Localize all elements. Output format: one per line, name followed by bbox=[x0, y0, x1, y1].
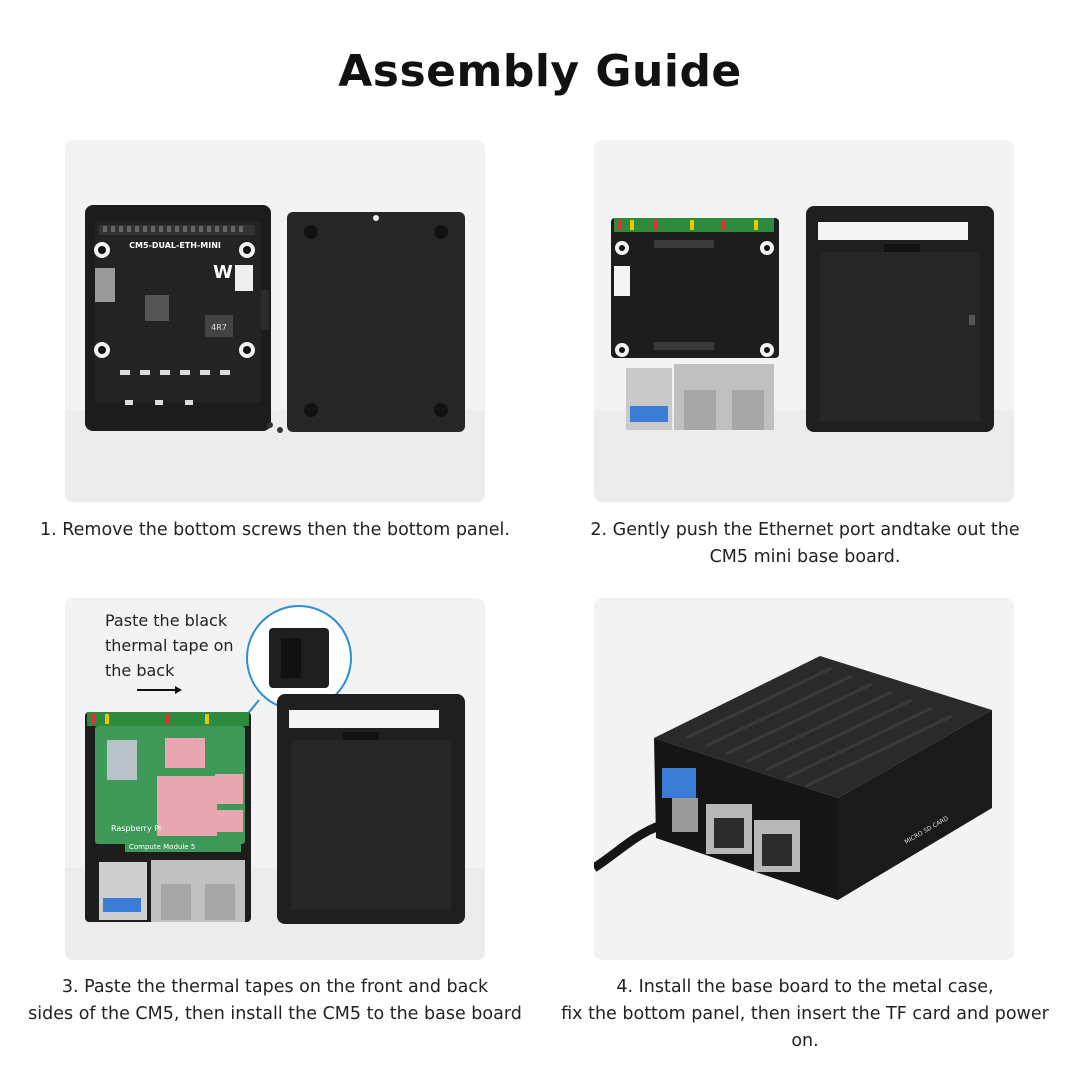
caption-line: fix the bottom panel, then insert the TF… bbox=[561, 1004, 1049, 1051]
page-title: Assembly Guide bbox=[338, 46, 742, 97]
step-3-caption: 3. Paste the thermal tapes on the front … bbox=[20, 974, 530, 1028]
step-4-illustration: MICRO SD CARD bbox=[594, 656, 992, 900]
caption-line: 1. Remove the bottom screws then the bot… bbox=[40, 520, 510, 540]
caption-line: 4. Install the base board to the metal c… bbox=[616, 977, 994, 997]
module-brand: Raspberry Pi bbox=[111, 824, 161, 833]
note-line: Paste the black bbox=[105, 611, 228, 630]
step-2-image bbox=[594, 140, 1014, 502]
note-line: the back bbox=[105, 661, 175, 680]
mini-base-board bbox=[611, 218, 779, 358]
bottom-panel bbox=[287, 212, 465, 432]
step-4-image: MICRO SD CARD bbox=[594, 598, 1014, 960]
caption-line: sides of the CM5, then install the CM5 t… bbox=[28, 1004, 522, 1024]
step-1-illustration: CM5-DUAL-ETH-MINI 4R7 W bbox=[65, 205, 485, 502]
micro-sd-slot bbox=[95, 268, 115, 302]
caption-line: 2. Gently push the Ethernet port andtake… bbox=[590, 520, 1020, 540]
step-2-illustration bbox=[594, 206, 1014, 502]
gpio-header bbox=[103, 226, 243, 232]
step-1-image: CM5-DUAL-ETH-MINI 4R7 W bbox=[65, 140, 485, 502]
caption-line: CM5 mini base board. bbox=[709, 547, 901, 567]
case-top bbox=[654, 656, 992, 798]
inductor-label: 4R7 bbox=[211, 323, 227, 332]
note-line: thermal tape on bbox=[105, 636, 234, 655]
board-label: CM5-DUAL-ETH-MINI bbox=[129, 241, 221, 250]
module-name: Compute Module 5 bbox=[129, 843, 195, 851]
case-side bbox=[838, 710, 992, 900]
svg-text:W: W bbox=[213, 262, 233, 283]
thermal-tape bbox=[165, 738, 205, 768]
step-2-caption: 2. Gently push the Ethernet port andtake… bbox=[550, 517, 1060, 571]
step-3-image: Raspberry Pi Compute Module 5 bbox=[65, 598, 485, 960]
step-1-caption: 1. Remove the bottom screws then the bot… bbox=[20, 517, 530, 544]
thermal-tape-note: Paste the black thermal tape on the back bbox=[105, 608, 255, 683]
caption-line: 3. Paste the thermal tapes on the front … bbox=[61, 977, 489, 997]
pin-headers bbox=[614, 218, 774, 232]
step-4-caption: 4. Install the base board to the metal c… bbox=[550, 974, 1060, 1055]
usb-port bbox=[662, 768, 696, 798]
step-3-illustration: Raspberry Pi Compute Module 5 bbox=[65, 605, 485, 960]
